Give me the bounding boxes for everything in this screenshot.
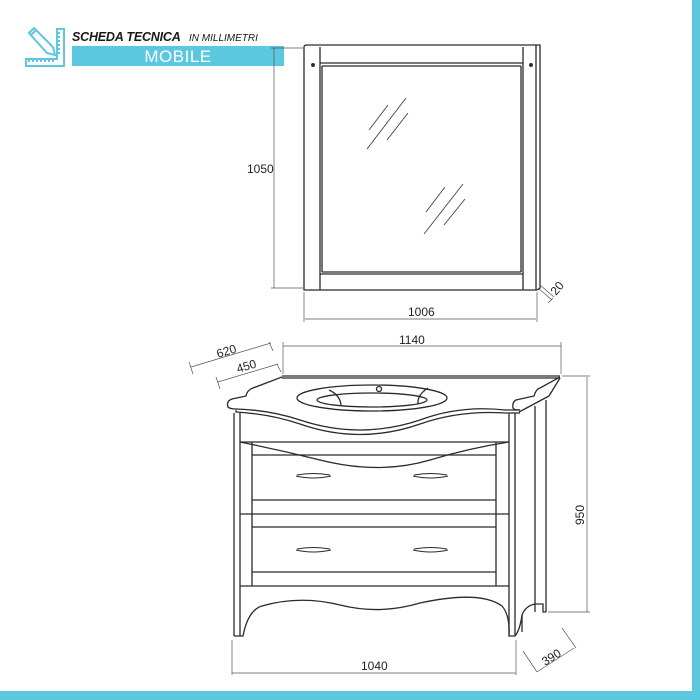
vanity-top — [226, 375, 561, 436]
drawer-handles — [295, 473, 449, 553]
mirror-width-label: 1006 — [408, 305, 435, 319]
accent-border-right — [692, 0, 700, 700]
vanity-basin-depth-label: 450 — [235, 357, 259, 376]
vanity-cabinet — [233, 400, 547, 637]
mirror-reflection-marks — [366, 97, 466, 235]
vanity-body-width-label: 1040 — [361, 659, 388, 673]
vanity-height-label: 950 — [573, 505, 587, 525]
category-banner: MOBILE — [72, 46, 284, 66]
pencil-ruler-icon — [25, 27, 65, 67]
mirror — [303, 44, 541, 291]
mirror-height-label: 1050 — [247, 162, 274, 176]
mirror-dimensions — [271, 47, 555, 322]
mirror-depth-label: 20 — [548, 278, 568, 297]
title-main: SCHEDA TECNICA — [72, 30, 181, 44]
accent-border-bottom — [0, 691, 700, 700]
vanity-top-depth-label: 620 — [215, 342, 239, 361]
spec-title: SCHEDA TECNICA IN MILLIMETRI — [72, 28, 258, 46]
title-units: IN MILLIMETRI — [189, 33, 258, 44]
vanity-body-depth-label: 390 — [539, 646, 564, 669]
vanity-dimensions — [188, 341, 590, 675]
vanity-top-width-label: 1140 — [399, 333, 425, 347]
